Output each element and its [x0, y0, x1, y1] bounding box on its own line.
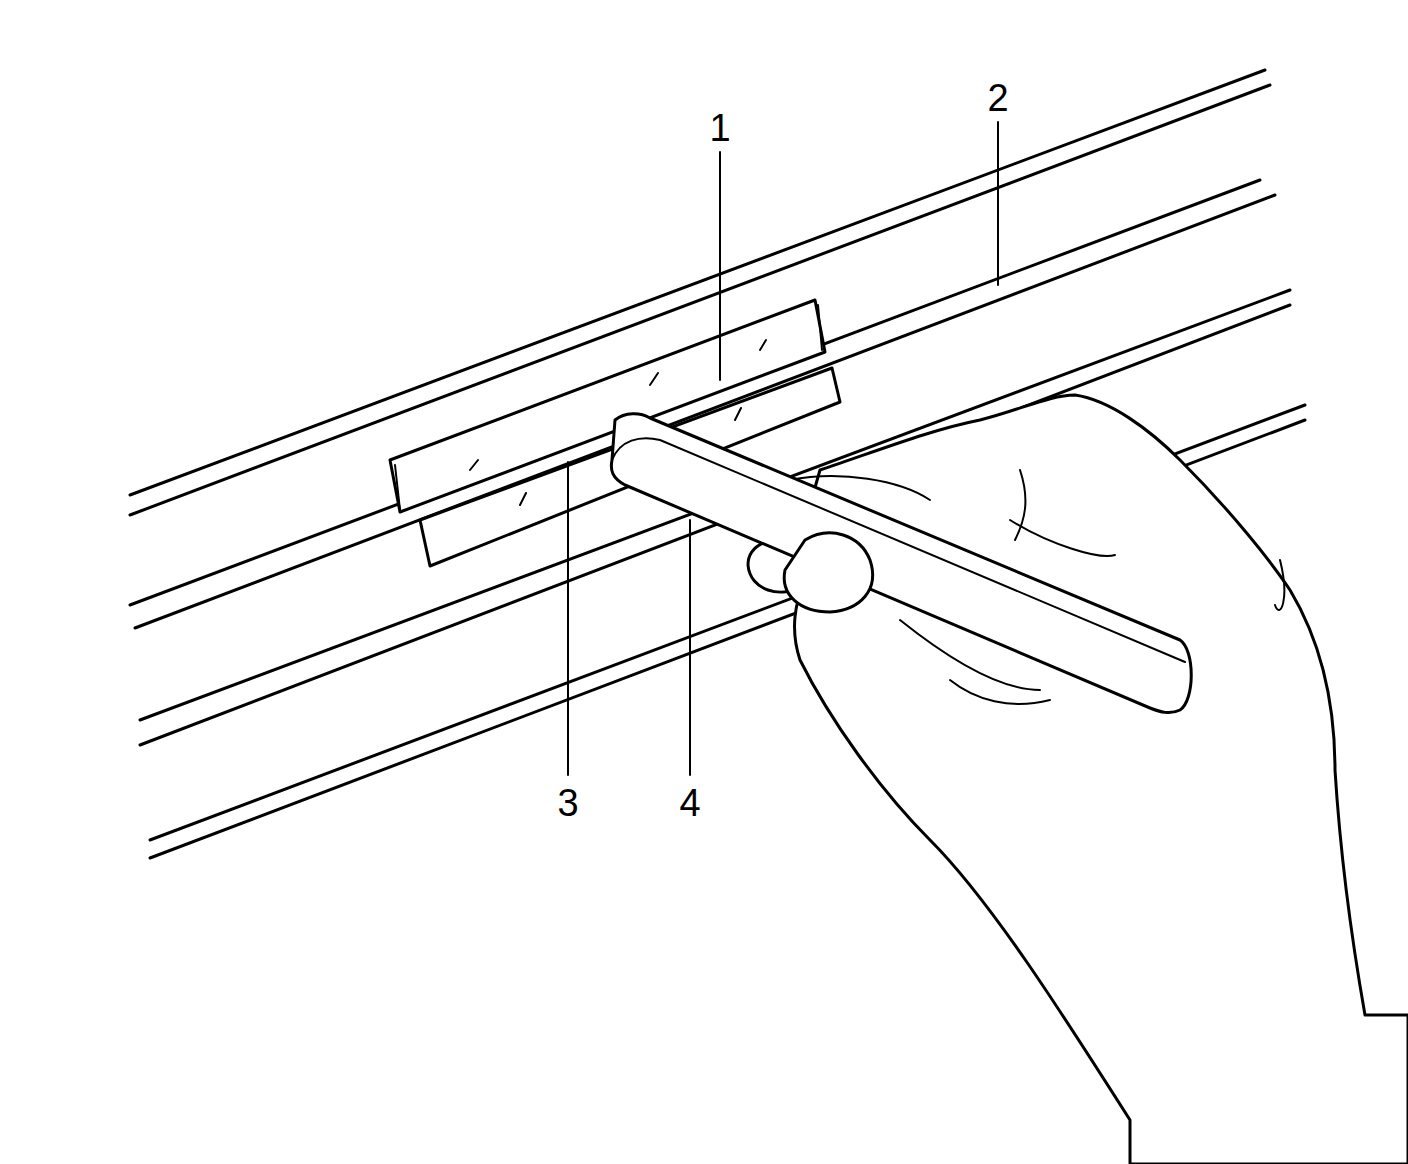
callout-number: 1: [707, 109, 732, 147]
squeegee-tool: [611, 414, 1191, 713]
callout-number: 2: [985, 79, 1010, 117]
thumb: [784, 533, 872, 612]
leader-line: [568, 122, 998, 775]
callout-number: 4: [677, 784, 702, 822]
callout-number: 3: [555, 784, 580, 822]
tool-edge: [612, 438, 1185, 662]
